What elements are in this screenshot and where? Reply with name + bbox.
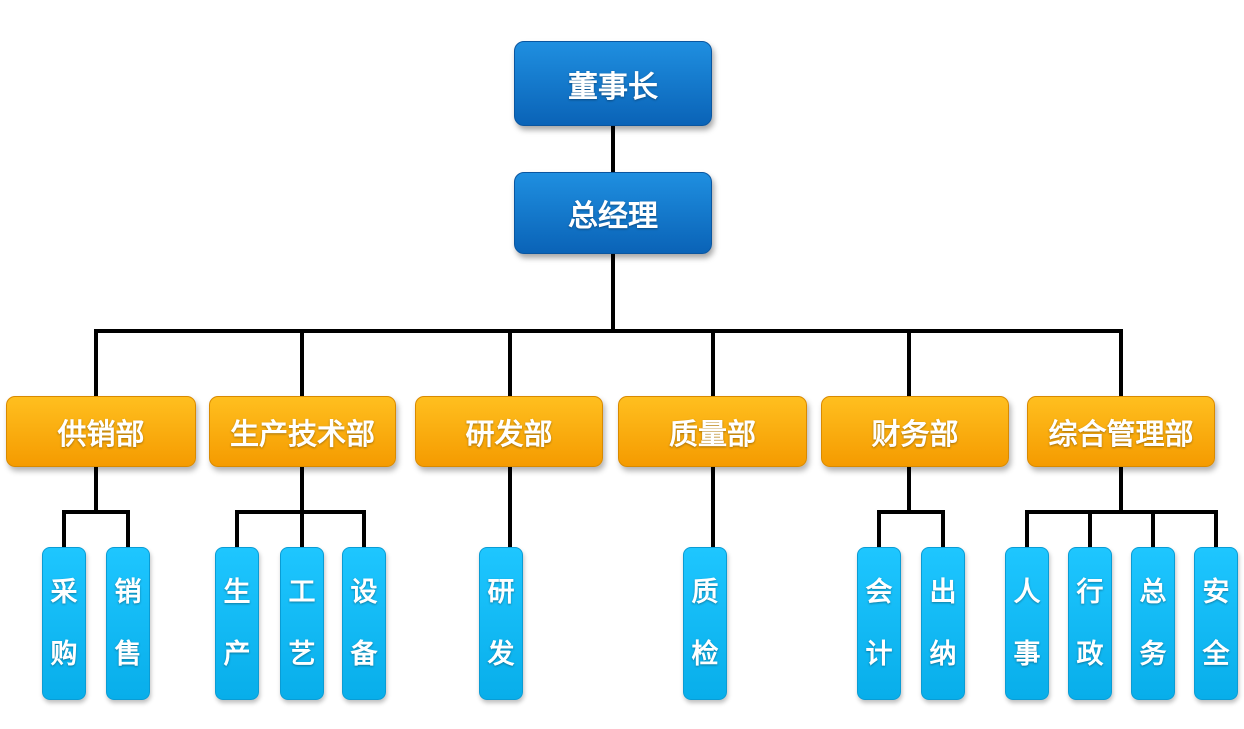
unit-label-char: 生	[223, 576, 251, 608]
connector-bus-unit	[300, 512, 304, 547]
unit-box: 人事	[1005, 547, 1049, 700]
unit-label-char: 艺	[288, 638, 316, 670]
unit-box: 研发	[479, 547, 523, 700]
unit-label-char: 计	[865, 638, 893, 670]
connector-bus-dept	[300, 331, 304, 396]
unit-label-char: 会	[865, 576, 893, 608]
unit-box: 设备	[342, 547, 386, 700]
connector-bus-unit	[62, 512, 66, 547]
department-box: 财务部	[821, 396, 1009, 467]
department-box: 供销部	[6, 396, 196, 467]
department-label: 研发部	[465, 416, 553, 451]
unit-label-char: 购	[50, 638, 78, 670]
connector-dept-stem	[907, 467, 911, 512]
department-box: 生产技术部	[209, 396, 396, 467]
general-manager-box: 总经理	[514, 172, 712, 254]
unit-label-char: 出	[929, 576, 957, 608]
connector-bus-unit	[1151, 512, 1155, 547]
unit-box: 安全	[1194, 547, 1238, 700]
unit-box: 会计	[857, 547, 901, 700]
chairman-label: 董事长	[568, 69, 658, 105]
unit-label-char: 人	[1013, 576, 1041, 608]
unit-box: 行政	[1068, 547, 1112, 700]
department-label: 财务部	[871, 416, 959, 451]
connector-bus-unit	[877, 512, 881, 547]
unit-label-char: 全	[1202, 638, 1230, 670]
connector-bus-dept	[907, 331, 911, 396]
unit-label-char: 政	[1076, 638, 1104, 670]
unit-label-char: 事	[1013, 638, 1041, 670]
unit-label-char: 发	[487, 638, 515, 670]
connector-bus-unit	[1025, 512, 1029, 547]
connector-bus-unit	[1088, 512, 1092, 547]
unit-label-char: 采	[50, 576, 78, 608]
department-label: 供销部	[57, 416, 145, 451]
connector-unit-bus	[62, 510, 130, 514]
unit-label-char: 备	[350, 638, 378, 670]
unit-label-char: 安	[1202, 576, 1230, 608]
connector-chairman-gm	[611, 126, 615, 172]
connector-bus-dept	[94, 331, 98, 396]
connector-bus-unit	[126, 512, 130, 547]
unit-label-char: 工	[288, 576, 316, 608]
connector-unit-bus	[1025, 510, 1218, 514]
unit-label-char: 售	[114, 638, 142, 670]
connector-bus-unit	[1214, 512, 1218, 547]
unit-label-char: 务	[1139, 638, 1167, 670]
unit-label-char: 总	[1139, 576, 1167, 608]
department-box: 研发部	[415, 396, 603, 467]
connector-gm-trunk	[611, 254, 615, 332]
connector-bus-dept	[711, 331, 715, 396]
chairman-box: 董事长	[514, 41, 712, 126]
department-box: 质量部	[618, 396, 807, 467]
unit-box: 质检	[683, 547, 727, 700]
unit-label-char: 销	[114, 576, 142, 608]
connector-bus-dept	[1119, 331, 1123, 396]
connector-bus-unit	[362, 512, 366, 547]
connector-unit-bus	[877, 510, 945, 514]
connector-dept-stem	[300, 467, 304, 512]
unit-box: 生产	[215, 547, 259, 700]
connector-dept-stem	[94, 467, 98, 512]
connector-bus-dept	[508, 331, 512, 396]
department-label: 生产技术部	[229, 416, 375, 451]
department-label: 质量部	[668, 416, 756, 451]
connector-dept-stem	[1119, 467, 1123, 512]
department-label: 综合管理部	[1048, 416, 1194, 451]
unit-label-char: 设	[350, 576, 378, 608]
connector-bus-unit	[235, 512, 239, 547]
unit-label-char: 研	[487, 576, 515, 608]
unit-label-char: 产	[223, 638, 251, 670]
department-box: 综合管理部	[1027, 396, 1215, 467]
connector-bus-unit	[941, 512, 945, 547]
connector-dept-unit	[508, 467, 512, 547]
unit-box: 总务	[1131, 547, 1175, 700]
unit-box: 销售	[106, 547, 150, 700]
unit-label-char: 行	[1076, 576, 1104, 608]
connector-dept-bus	[94, 329, 1123, 333]
unit-box: 工艺	[280, 547, 324, 700]
unit-label-char: 质	[691, 576, 719, 608]
general-manager-label: 总经理	[568, 199, 658, 234]
unit-label-char: 检	[691, 638, 719, 670]
connector-dept-unit	[711, 467, 715, 547]
unit-box: 出纳	[921, 547, 965, 700]
unit-box: 采购	[42, 547, 86, 700]
unit-label-char: 纳	[929, 638, 957, 670]
